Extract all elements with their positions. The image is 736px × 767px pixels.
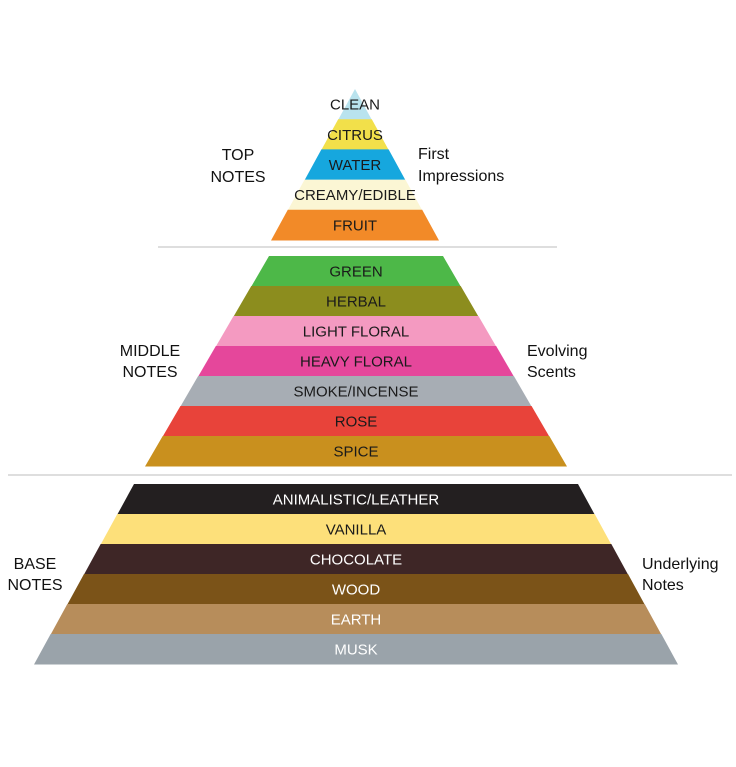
tier-left-label: BASE bbox=[14, 556, 57, 573]
band-label: HERBAL bbox=[326, 294, 386, 311]
band-shape bbox=[287, 179, 423, 211]
band-shape bbox=[338, 89, 372, 120]
band-label: MUSK bbox=[334, 642, 377, 659]
band-label: ANIMALISTIC/LEATHER bbox=[273, 492, 440, 509]
band-shape bbox=[145, 436, 567, 467]
band-label: ROSE bbox=[335, 414, 378, 431]
band-shape bbox=[162, 406, 550, 437]
band-chocolate: CHOCOLATE bbox=[84, 544, 628, 575]
band-shape bbox=[251, 256, 461, 287]
band-label: CHOCOLATE bbox=[310, 552, 402, 569]
band-shape bbox=[50, 604, 662, 635]
band-clean: CLEAN bbox=[330, 89, 380, 120]
band-water: WATER bbox=[304, 149, 406, 181]
tier-right-label: Scents bbox=[527, 364, 576, 381]
band-animalistic-leather: ANIMALISTIC/LEATHER bbox=[117, 484, 595, 515]
band-label: GREEN bbox=[329, 264, 382, 281]
band-rose: ROSE bbox=[162, 406, 550, 437]
band-label: WOOD bbox=[332, 582, 380, 599]
band-shape bbox=[304, 149, 406, 181]
tier-right-label: Underlying bbox=[642, 556, 718, 573]
band-spice: SPICE bbox=[145, 436, 567, 467]
band-label: SMOKE/INCENSE bbox=[293, 384, 418, 401]
tier-right-label: First bbox=[418, 146, 450, 163]
band-heavy-floral: HEAVY FLORAL bbox=[198, 346, 514, 377]
band-label: HEAVY FLORAL bbox=[300, 354, 412, 371]
band-shape bbox=[180, 376, 532, 407]
band-shape bbox=[84, 544, 628, 575]
band-green: GREEN bbox=[251, 256, 461, 287]
band-shape bbox=[67, 574, 645, 605]
band-earth: EARTH bbox=[50, 604, 662, 635]
tier-left-label: NOTES bbox=[210, 169, 265, 186]
band-musk: MUSK bbox=[34, 634, 678, 665]
band-label: CREAMY/EDIBLE bbox=[294, 187, 416, 204]
band-smoke-incense: SMOKE/INCENSE bbox=[180, 376, 532, 407]
band-label: LIGHT FLORAL bbox=[303, 324, 409, 341]
band-citrus: CITRUS bbox=[321, 119, 389, 150]
tier-left-label: NOTES bbox=[122, 364, 177, 381]
band-shape bbox=[271, 209, 439, 241]
band-label: VANILLA bbox=[326, 522, 387, 539]
band-label: WATER bbox=[329, 157, 382, 174]
band-light-floral: LIGHT FLORAL bbox=[215, 316, 497, 347]
band-shape bbox=[215, 316, 497, 347]
band-label: CLEAN bbox=[330, 97, 380, 114]
tier-right-label: Impressions bbox=[418, 168, 504, 185]
tier-base: ANIMALISTIC/LEATHER VANILLA CHOCOLATE WOOD E… bbox=[7, 484, 718, 665]
band-shape bbox=[198, 346, 514, 377]
band-label: EARTH bbox=[331, 612, 382, 629]
tier-top: CLEAN CITRUS WATER CREAMY/EDIBLE FRUIT TOP NOT… bbox=[210, 89, 504, 241]
tier-left-label: TOP bbox=[222, 147, 255, 164]
band-shape bbox=[100, 514, 612, 545]
band-shape bbox=[321, 119, 389, 150]
band-label: SPICE bbox=[333, 444, 378, 461]
band-herbal: HERBAL bbox=[233, 286, 479, 317]
band-label: CITRUS bbox=[327, 127, 383, 144]
tier-right-label: Notes bbox=[642, 577, 684, 594]
band-shape bbox=[34, 634, 678, 665]
band-label: FRUIT bbox=[333, 217, 377, 234]
band-creamy-edible: CREAMY/EDIBLE bbox=[287, 179, 423, 211]
tier-middle: GREEN HERBAL LIGHT FLORAL HEAVY FLORAL SMOKE… bbox=[120, 256, 587, 467]
tier-left-label: NOTES bbox=[7, 577, 62, 594]
band-fruit: FRUIT bbox=[271, 209, 439, 241]
band-shape bbox=[117, 484, 595, 515]
tier-left-label: MIDDLE bbox=[120, 343, 180, 360]
band-vanilla: VANILLA bbox=[100, 514, 612, 545]
band-wood: WOOD bbox=[67, 574, 645, 605]
band-shape bbox=[233, 286, 479, 317]
tier-right-label: Evolving bbox=[527, 343, 587, 360]
